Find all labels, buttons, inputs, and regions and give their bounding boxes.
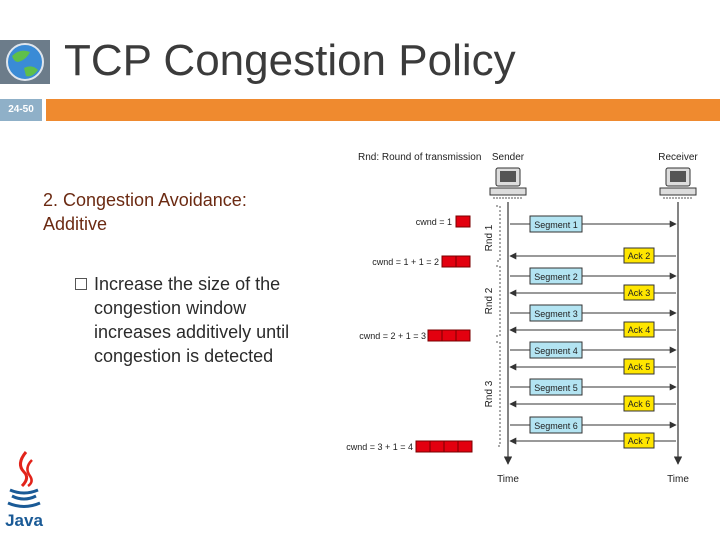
sender-label: Sender — [492, 152, 525, 163]
sender-computer-icon — [489, 167, 527, 199]
ack-2-label: Ack 2 — [628, 251, 651, 261]
segment-3-label: Segment 3 — [534, 309, 578, 319]
window-box — [441, 329, 457, 342]
ack-6-label: Ack 6 — [628, 399, 651, 409]
window-box — [415, 440, 431, 453]
segment-6: Segment 6 — [510, 416, 677, 434]
receiver-time-label: Time — [667, 474, 689, 485]
segment-6-label: Segment 6 — [534, 421, 578, 431]
bullet-text: Increase the size of the congestion wind… — [94, 274, 290, 366]
segment-4: Segment 4 — [510, 341, 677, 359]
sender-time-label: Time — [497, 474, 519, 485]
java-text: Java — [5, 511, 43, 530]
round-2-label: Rnd 2 — [484, 287, 495, 314]
ack-4-label: Ack 4 — [628, 325, 651, 335]
window-box — [455, 329, 471, 342]
ack-7: Ack 7 — [509, 432, 676, 449]
legend-text: Rnd: Round of transmission — [358, 152, 481, 163]
slide-number: 24-50 — [8, 104, 34, 115]
cwnd-label-4: cwnd = 3 + 1 = 4 — [346, 442, 413, 452]
window-box — [443, 440, 459, 453]
cwnd-label-3: cwnd = 2 + 1 = 3 — [359, 331, 426, 341]
cwnd-boxes-2 — [441, 255, 471, 268]
section-heading: 2. Congestion Avoidance: Additive — [43, 190, 247, 234]
cwnd-boxes-3 — [427, 329, 471, 342]
segment-3: Segment 3 — [510, 304, 677, 322]
header-accent-bar — [46, 99, 720, 121]
segment-1-label: Segment 1 — [534, 220, 578, 230]
ack-5-label: Ack 5 — [628, 362, 651, 372]
slide-number-bar — [0, 99, 42, 121]
cwnd-boxes-1 — [455, 215, 471, 228]
round-3-label: Rnd 3 — [484, 380, 495, 407]
segment-1: Segment 1 — [510, 215, 677, 233]
cwnd-label-1: cwnd = 1 — [416, 217, 452, 227]
ack-4: Ack 4 — [509, 321, 676, 338]
segment-4-label: Segment 4 — [534, 346, 578, 356]
segment-5: Segment 5 — [510, 378, 677, 396]
window-box — [457, 440, 473, 453]
segment-2: Segment 2 — [510, 267, 677, 285]
receiver-label: Receiver — [658, 152, 698, 163]
congestion-avoidance-diagram: Rnd: Round of transmission Sender Receiv… — [346, 152, 698, 485]
cwnd-boxes-4 — [415, 440, 473, 453]
slide-title: TCP Congestion Policy — [64, 36, 516, 85]
window-box — [427, 329, 443, 342]
segment-2-label: Segment 2 — [534, 272, 578, 282]
segment-5-label: Segment 5 — [534, 383, 578, 393]
window-box — [429, 440, 445, 453]
ack-2: Ack 2 — [509, 247, 676, 264]
ack-3-label: Ack 3 — [628, 288, 651, 298]
ack-3: Ack 3 — [509, 284, 676, 301]
ack-6: Ack 6 — [509, 395, 676, 412]
window-box — [441, 255, 457, 268]
ack-5: Ack 5 — [509, 358, 676, 375]
ack-7-label: Ack 7 — [628, 436, 651, 446]
window-box — [455, 215, 471, 228]
globe-logo-icon — [0, 40, 50, 84]
window-box — [455, 255, 471, 268]
cwnd-label-2: cwnd = 1 + 1 = 2 — [372, 257, 439, 267]
round-1-label: Rnd 1 — [484, 224, 495, 251]
java-logo: Java — [5, 451, 43, 530]
receiver-computer-icon — [659, 167, 697, 199]
bullet-icon — [75, 278, 87, 290]
